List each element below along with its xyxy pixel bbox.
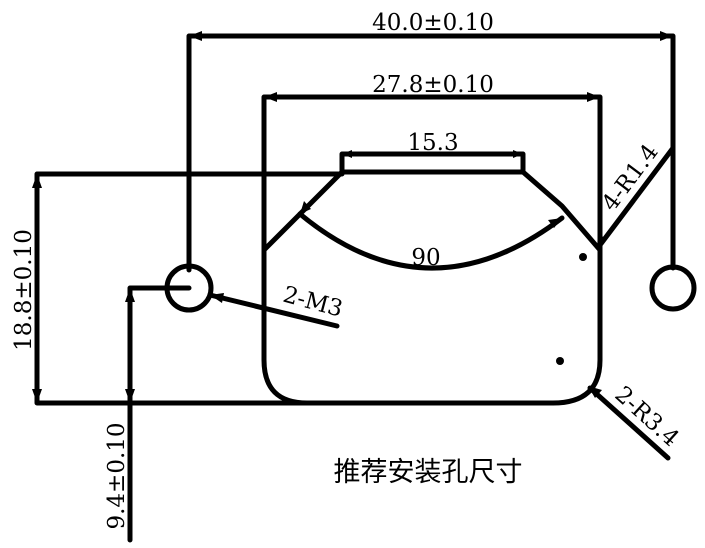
arrow-head xyxy=(548,218,562,228)
mounting-hole-right xyxy=(649,264,697,312)
arrow-head xyxy=(264,92,277,102)
dim-text-offset: 9.4±0.10 xyxy=(104,422,130,529)
arrow-head xyxy=(210,293,224,303)
cutout-outline xyxy=(261,169,603,406)
leader-radius-top xyxy=(597,145,676,248)
arrow-head xyxy=(588,386,602,398)
drawing-caption: 推荐安装孔尺寸 xyxy=(334,457,523,488)
leader-radius-bottom xyxy=(587,385,671,461)
dim-line-top-width xyxy=(339,151,526,175)
dim-text-height: 18.8±0.10 xyxy=(11,229,37,351)
dim-text-inner-width: 27.8±0.10 xyxy=(372,72,494,98)
dim-text-angle: 90 xyxy=(411,245,440,271)
arrow-head xyxy=(660,31,673,41)
center-dot xyxy=(579,253,587,261)
arrow-head xyxy=(32,389,42,403)
arrow-head xyxy=(125,288,135,302)
arrow-head xyxy=(300,201,311,214)
angle-arc xyxy=(297,211,565,271)
arrow-head xyxy=(513,150,523,158)
arrow-head xyxy=(597,234,607,248)
dim-line-height xyxy=(34,171,345,406)
arrow-head xyxy=(587,92,600,102)
arrow-head xyxy=(32,174,42,188)
arrow-head xyxy=(189,31,202,41)
leader-screw-holes xyxy=(207,292,340,329)
arrow-head xyxy=(342,150,352,158)
dim-line-offset xyxy=(127,285,192,543)
arrow-head xyxy=(125,389,135,403)
center-dot xyxy=(556,357,564,365)
dim-text-overall-width: 40.0±0.10 xyxy=(372,10,494,36)
dim-text-top-width: 15.3 xyxy=(407,130,458,156)
